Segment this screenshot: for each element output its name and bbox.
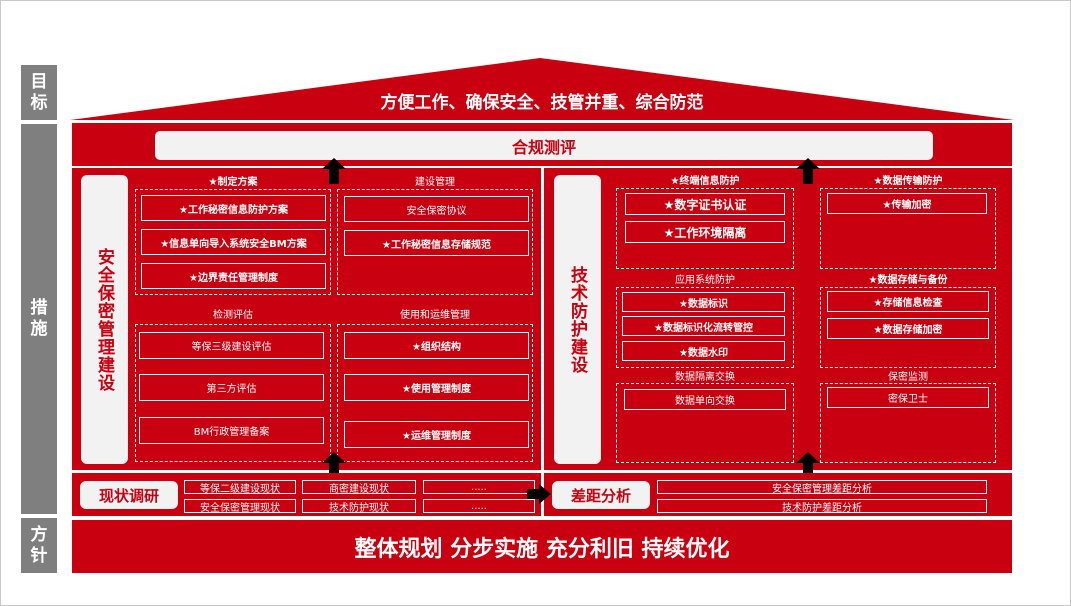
survey-cell: 技术防护现状	[302, 499, 416, 514]
status-survey-title: 现状调研	[80, 481, 178, 509]
policy-label-text: 方针	[30, 524, 48, 566]
assessment-item: 第三方评估	[139, 374, 324, 401]
arrow-up-icon	[796, 158, 820, 184]
operations-item: ★运维管理制度	[344, 421, 529, 448]
plan-item: ★边界责任管理制度	[141, 263, 326, 289]
terminal-item: ★数字证书认证	[625, 193, 785, 215]
storage-item: ★数据存储加密	[827, 318, 989, 339]
operations-item: ★使用管理制度	[344, 374, 529, 401]
plan-group	[135, 189, 331, 295]
roof-goal-text: 方便工作、确保安全、技管并重、综合防范	[380, 92, 704, 113]
divider-vertical	[541, 166, 544, 470]
arrow-up-icon	[322, 158, 346, 184]
transmission-item: ★传输加密	[827, 193, 987, 214]
construction-item: ★工作秘密信息存储规范	[344, 230, 529, 256]
isolation-item: 数据单向交换	[624, 389, 786, 410]
arrow-up-icon	[322, 452, 346, 478]
application-group	[616, 287, 794, 368]
roof-shape	[70, 58, 1014, 120]
policy-bar: 整体规划 分步实施 充分利旧 持续优化	[72, 520, 1012, 573]
goal-label: 目标	[21, 65, 57, 120]
assessment-group	[135, 324, 331, 462]
monitoring-item: 密保卫士	[827, 387, 989, 408]
gap-analysis-item: 技术防护差距分析	[657, 499, 987, 514]
storage-item: ★存储信息检查	[827, 291, 989, 312]
measures-label-text: 措施	[30, 298, 48, 339]
transmission-group	[820, 188, 996, 269]
technical-panel-title: 技术防护建设	[554, 175, 601, 464]
arrow-right-icon	[527, 484, 551, 504]
group-caption: ★数据传输防护	[873, 175, 943, 187]
operations-group	[337, 324, 533, 462]
gap-analysis-title: 差距分析	[552, 481, 650, 509]
gap-analysis-item: 安全保密管理差距分析	[657, 480, 987, 495]
isolation-group	[616, 383, 794, 463]
technical-panel-title-text: 技术防护建设	[567, 265, 587, 374]
group-caption: 数据隔离交换	[675, 371, 735, 383]
group-caption: ★终端信息防护	[670, 175, 740, 187]
assessment-item: 等保三级建设评估	[139, 332, 324, 359]
application-item: ★数据标识化流转管控	[622, 316, 785, 336]
survey-cell: .....	[423, 499, 535, 513]
terminal-group	[616, 188, 794, 269]
survey-cell: 等保二级建设现状	[184, 480, 296, 495]
group-caption: ★制定方案	[208, 176, 258, 188]
measures-label: 措施	[21, 124, 57, 514]
group-caption: 检测评估	[213, 309, 253, 321]
plan-item: ★工作秘密信息防护方案	[141, 195, 326, 221]
application-item: ★数据水印	[622, 341, 785, 361]
survey-cell: .....	[423, 480, 535, 494]
operations-item: ★组织结构	[344, 332, 529, 359]
group-caption: 保密监测	[888, 371, 928, 383]
construction-item: 安全保密协议	[344, 196, 529, 222]
survey-cell: 商密建设现状	[302, 480, 416, 495]
group-caption: 使用和运维管理	[400, 309, 470, 321]
monitoring-group	[820, 383, 996, 463]
group-caption: 建设管理	[415, 176, 455, 188]
goal-label-text: 目标	[30, 71, 48, 113]
assessment-item: BM行政管理备案	[139, 417, 324, 444]
construction-group	[337, 189, 533, 295]
management-panel-title: 安全保密管理建设	[81, 175, 128, 464]
plan-item: ★信息单向导入系统安全BM方案	[141, 229, 326, 255]
group-caption: 应用系统防护	[675, 274, 735, 286]
terminal-item: ★工作环境隔离	[625, 221, 785, 243]
application-item: ★数据标识	[622, 292, 785, 312]
group-caption: ★数据存储与备份	[868, 274, 948, 286]
survey-cell: 安全保密管理现状	[184, 499, 296, 514]
compliance-evaluation-bar: 合规测评	[155, 131, 933, 160]
management-panel-title-text: 安全保密管理建设	[94, 247, 114, 392]
arrow-up-icon	[796, 452, 820, 478]
policy-label: 方针	[21, 518, 57, 573]
storage-group	[820, 287, 996, 368]
